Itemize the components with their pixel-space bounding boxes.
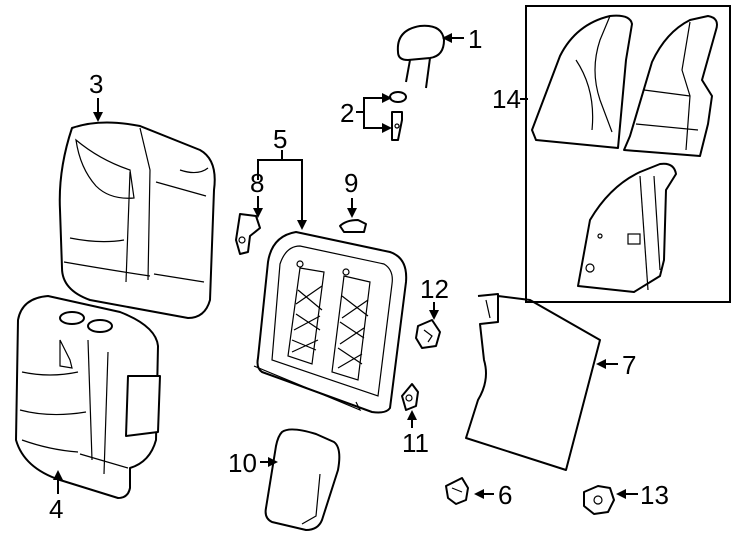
callout-label-6: 6: [498, 480, 512, 510]
part-clip-6: [445, 477, 469, 505]
callout-7: 7: [596, 350, 636, 380]
callout-10: 10: [228, 448, 278, 478]
callout-1: 1: [442, 24, 482, 54]
part-seatback-cover: [58, 121, 216, 319]
callout-3: 3: [89, 69, 103, 122]
part-bezel-12: [415, 319, 441, 349]
callout-5: 5: [257, 124, 307, 230]
callout-label-8: 8: [250, 168, 264, 198]
callout-12: 12: [420, 274, 449, 320]
callout-label-4: 4: [49, 494, 63, 524]
callout-label-14: 14: [492, 84, 521, 114]
part-seatback-pad: [15, 295, 161, 499]
callout-label-12: 12: [420, 274, 449, 304]
callout-label-2: 2: [340, 98, 354, 128]
callout-4: 4: [49, 470, 63, 524]
callout-label-5: 5: [273, 124, 287, 154]
part-headrest: [396, 24, 445, 89]
part-armrest: [264, 428, 341, 531]
part-anchor-13: [583, 485, 615, 515]
callout-label-11: 11: [402, 428, 429, 458]
inset-box-14: [525, 5, 731, 303]
callout-label-7: 7: [622, 350, 636, 380]
part-latch-11: [401, 383, 419, 411]
callout-14: 14: [492, 84, 528, 114]
callout-8: 8: [250, 168, 264, 218]
part-bracket-8: [235, 213, 261, 255]
part-headrest-guide: [389, 91, 407, 141]
part-clip-9: [339, 219, 367, 233]
part-back-panel: [465, 293, 601, 471]
callout-13: 13: [616, 480, 669, 510]
callout-label-9: 9: [344, 168, 358, 198]
callout-11: 11: [402, 410, 429, 458]
callout-6: 6: [474, 480, 512, 510]
part-seatback-frame: [253, 231, 408, 414]
callout-label-3: 3: [89, 69, 103, 99]
callout-9: 9: [344, 168, 358, 218]
callout-label-13: 13: [640, 480, 669, 510]
callout-label-1: 1: [468, 24, 482, 54]
callout-2: 2: [340, 93, 392, 133]
callout-label-10: 10: [228, 448, 257, 478]
